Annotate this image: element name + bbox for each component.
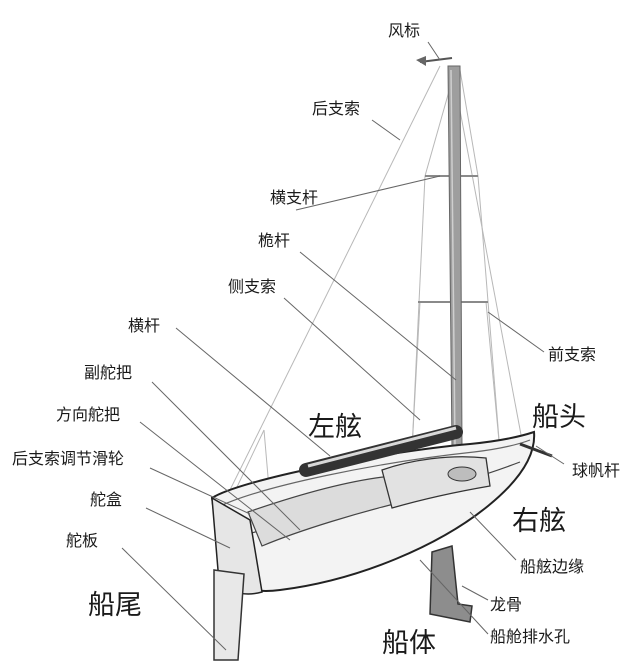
mast-highlight bbox=[450, 69, 456, 447]
shroud-lower-right bbox=[485, 301, 501, 453]
shroud-right-line bbox=[477, 175, 501, 453]
hatch-shape bbox=[447, 466, 477, 482]
leader-keel bbox=[461, 585, 489, 601]
rudder-shape bbox=[213, 569, 245, 661]
keel-shape bbox=[429, 545, 473, 623]
label-tiller-extension: 副舵把 bbox=[84, 363, 132, 382]
boom-highlight bbox=[307, 426, 457, 468]
wind-vane-tip bbox=[416, 56, 426, 66]
label-stern: 船尾 bbox=[88, 590, 142, 621]
bowsprit-shape bbox=[519, 442, 553, 458]
rigging bbox=[224, 65, 523, 507]
deck-line bbox=[215, 439, 531, 509]
leader-bowsprit bbox=[535, 445, 565, 465]
leader-cockpit-drain bbox=[419, 559, 489, 635]
shroud-lower-left bbox=[411, 301, 421, 451]
label-tiller: 方向舵把 bbox=[56, 405, 120, 424]
label-wind-vane: 风标 bbox=[388, 21, 420, 40]
backstay-line bbox=[224, 65, 441, 501]
label-port: 左舷 bbox=[308, 412, 362, 443]
leader-backstay-adjuster bbox=[149, 467, 251, 515]
label-backstay-adjuster: 后支索调节滑轮 bbox=[12, 449, 124, 468]
leader-lines bbox=[121, 41, 565, 651]
leader-rudder-blade bbox=[121, 547, 227, 651]
leader-spreader bbox=[295, 175, 441, 211]
label-starboard: 右舷 bbox=[512, 506, 566, 537]
label-shroud: 侧支索 bbox=[228, 277, 276, 296]
label-hull: 船体 bbox=[382, 628, 436, 659]
leader-tiller-extension bbox=[151, 381, 301, 531]
leader-boom bbox=[175, 327, 331, 457]
mast-group bbox=[416, 56, 463, 449]
label-cockpit-drain: 船舱排水孔 bbox=[490, 627, 570, 646]
label-rudder-box: 舵盒 bbox=[90, 490, 122, 509]
leader-mast bbox=[299, 251, 457, 381]
label-mast: 桅杆 bbox=[258, 231, 290, 250]
leader-forestay bbox=[487, 311, 545, 353]
labels: 风标 后支索 横支杆 桅杆 侧支索 前支索 横杆 副舵把 方向舵把 后支索调节滑… bbox=[12, 21, 620, 659]
leader-gunwale bbox=[469, 511, 517, 561]
label-bowsprit: 球帆杆 bbox=[572, 461, 620, 480]
label-forestay: 前支索 bbox=[548, 345, 596, 364]
label-keel: 龙骨 bbox=[490, 595, 522, 614]
leader-tiller bbox=[139, 421, 291, 541]
label-backstay: 后支索 bbox=[312, 99, 360, 118]
label-spreader: 横支杆 bbox=[270, 188, 318, 207]
leader-rudder-box bbox=[145, 507, 231, 549]
hull-group bbox=[210, 425, 553, 661]
forestay-line bbox=[451, 67, 523, 441]
label-bow: 船头 bbox=[532, 402, 586, 433]
leader-wind-vane bbox=[427, 41, 441, 61]
label-gunwale: 船舷边缘 bbox=[520, 557, 584, 576]
shroud-upper-right bbox=[459, 69, 479, 177]
label-rudder-blade: 舵板 bbox=[66, 531, 98, 550]
leader-backstay bbox=[371, 119, 401, 141]
leader-shroud bbox=[283, 297, 421, 421]
label-boom: 横杆 bbox=[128, 316, 160, 335]
boom-shape bbox=[299, 425, 463, 477]
